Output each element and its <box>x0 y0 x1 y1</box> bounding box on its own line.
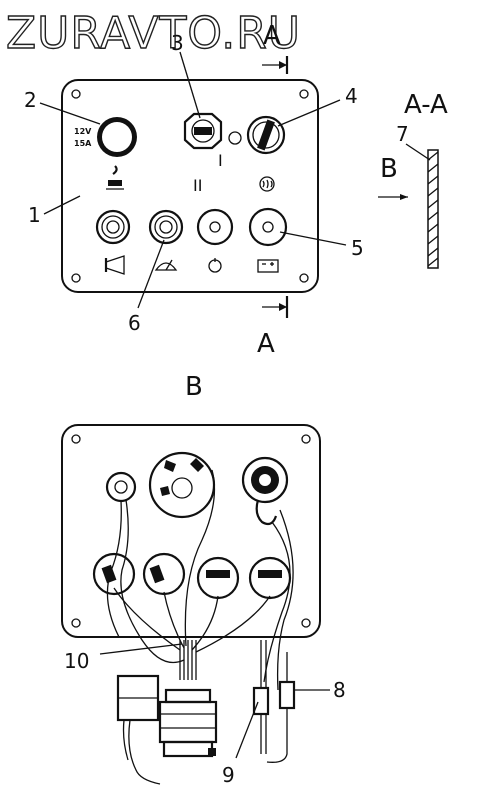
wiper-switch <box>148 209 184 245</box>
fuel-pump-switch <box>196 208 234 246</box>
section-letter-top: A <box>263 21 281 51</box>
cigarette-lighter-icon <box>106 165 124 190</box>
rear-view-title: B <box>185 372 203 402</box>
glow-plug-switch-knob <box>252 121 280 149</box>
svg-text:4: 4 <box>345 84 358 108</box>
callout-7: 7 <box>396 122 431 161</box>
callout-6: 6 <box>128 239 165 335</box>
svg-text:10: 10 <box>64 649 89 673</box>
mounting-hole <box>71 434 81 444</box>
svg-text:9: 9 <box>222 763 235 787</box>
mounting-hole <box>299 273 309 283</box>
section-letter-bottom: A <box>257 329 275 359</box>
switch-position-2: II <box>193 176 202 195</box>
glow-plug-icon <box>259 176 275 192</box>
inline-fuse-holder-9 <box>252 640 270 754</box>
section-profile <box>427 149 439 269</box>
glow-plug-switch-lever <box>257 119 275 151</box>
svg-text:1: 1 <box>28 203 41 227</box>
section-title: A-A <box>404 90 448 120</box>
svg-text:3: 3 <box>171 31 184 55</box>
mounting-hole <box>71 89 81 99</box>
switch-position-1: I <box>218 151 223 170</box>
glow-plug-switch-bezel <box>246 115 286 155</box>
multi-pin-connector <box>158 688 218 758</box>
callout-10: 10 <box>64 643 183 673</box>
callout-5: 5 <box>279 231 364 260</box>
battery-icon <box>257 259 279 273</box>
svg-text:7: 7 <box>396 122 409 146</box>
rear-panel-plate <box>61 424 321 638</box>
glow-switch-rear <box>241 456 289 526</box>
section-marker-top: A <box>262 21 289 74</box>
front-panel: 12V 15A I II <box>61 79 319 293</box>
svg-text:6: 6 <box>128 311 141 335</box>
mounting-hole <box>71 618 81 628</box>
glow-plug-switch <box>246 115 286 155</box>
inline-fuse-holder-8 <box>266 652 296 763</box>
fuse-block <box>116 674 161 785</box>
view-direction-label: B <box>380 154 398 184</box>
watermark-text: ZURAVTO.RU <box>6 8 301 59</box>
svg-text:5: 5 <box>351 236 364 260</box>
key-switch-slot <box>194 127 212 135</box>
battery-switch <box>248 207 288 247</box>
key-switch-barrel <box>191 119 215 143</box>
current-label: 15A <box>74 139 92 148</box>
socket-inner <box>102 122 132 152</box>
front-panel-plate <box>61 79 319 293</box>
view-direction-arrow <box>378 194 408 200</box>
mounting-hole <box>299 89 309 99</box>
wiper-icon <box>154 259 178 271</box>
callout-9: 9 <box>222 701 259 787</box>
rear-switch-horn <box>92 552 136 596</box>
wiring-harness <box>106 469 294 691</box>
svg-text:8: 8 <box>333 678 346 702</box>
horn-button <box>95 209 131 245</box>
rear-panel <box>61 424 321 638</box>
callout-1: 1 <box>28 195 81 227</box>
mounting-hole <box>301 434 311 444</box>
mounting-hole <box>301 618 311 628</box>
horn-icon <box>104 255 125 275</box>
svg-text:2: 2 <box>24 88 37 112</box>
key-switch <box>183 112 223 150</box>
callout-3: 3 <box>171 31 201 119</box>
callout-4: 4 <box>277 84 358 127</box>
fuel-icon <box>208 258 222 273</box>
callout-2: 2 <box>24 88 101 125</box>
section-marker-bottom: A <box>257 296 289 359</box>
indicator-lamp <box>228 131 242 145</box>
power-socket <box>97 117 137 157</box>
mounting-hole <box>71 273 81 283</box>
callout-8: 8 <box>294 678 346 702</box>
voltage-label: 12V <box>74 127 92 136</box>
key-switch-hex-nut <box>183 112 223 150</box>
